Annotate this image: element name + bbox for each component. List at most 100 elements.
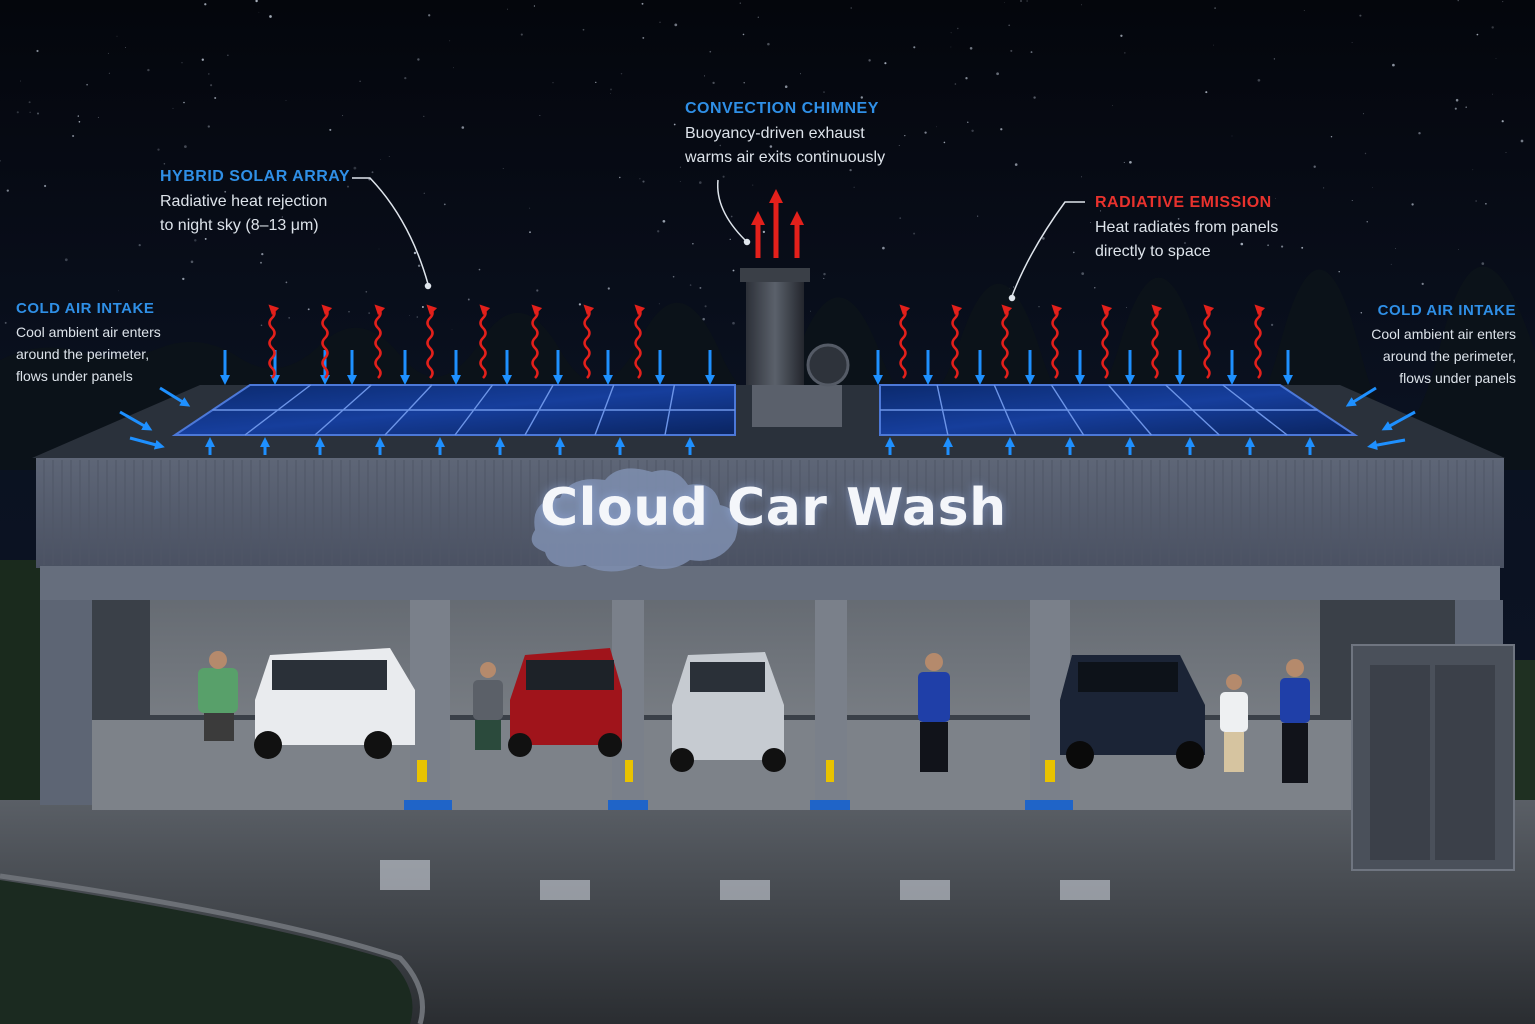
star [1520, 139, 1524, 143]
star [6, 189, 9, 192]
star [529, 207, 531, 209]
star [673, 123, 676, 126]
star [619, 176, 621, 179]
callout-line: Cool ambient air enters [16, 324, 161, 340]
star [810, 310, 811, 312]
star [428, 14, 431, 17]
star [823, 277, 825, 279]
callout-cold-air-intake-left: COLD AIR INTAKE Cool ambient air enters … [16, 300, 161, 387]
star [732, 269, 735, 272]
cold-air-arrow-icon [159, 386, 191, 407]
star [898, 145, 900, 147]
star [1454, 107, 1457, 110]
star [849, 168, 852, 172]
heat-wave-arrow-icon [1151, 304, 1163, 379]
star [659, 21, 661, 23]
star [595, 81, 597, 84]
star [1457, 0, 1459, 2]
star [1038, 306, 1040, 308]
star [702, 317, 705, 321]
heat-wave-arrow-icon [1203, 304, 1215, 379]
star [913, 46, 916, 49]
facade-lower [40, 566, 1500, 602]
star [72, 134, 75, 138]
left-wall [40, 600, 92, 805]
star [181, 62, 183, 64]
star [536, 289, 539, 292]
heat-wave-arrow-icon [426, 304, 438, 379]
star [190, 260, 194, 264]
star [1351, 200, 1353, 201]
star [642, 36, 645, 39]
star [712, 81, 715, 85]
callout-title: CONVECTION CHIMNEY [685, 100, 879, 117]
star [1351, 42, 1353, 44]
equipment-cabinet [1351, 644, 1515, 871]
star [1120, 34, 1123, 37]
star [1390, 263, 1392, 265]
star [368, 312, 370, 314]
star [138, 243, 141, 247]
star [1177, 218, 1180, 220]
callout-line: around the perimeter, [16, 346, 150, 362]
star [1080, 176, 1082, 178]
star [1505, 152, 1507, 153]
star [172, 107, 174, 109]
heat-wave-arrow-icon [1051, 304, 1063, 379]
cold-air-arrow-icon [1367, 438, 1406, 451]
star [388, 156, 390, 157]
star [781, 135, 784, 138]
star [762, 230, 766, 234]
star [502, 168, 504, 169]
star [1214, 7, 1216, 9]
star [1020, 0, 1022, 2]
star [620, 72, 623, 75]
star [453, 67, 455, 69]
callout-line: flows under panels [1399, 370, 1516, 386]
floor-reflections [380, 860, 1110, 900]
star [732, 321, 735, 325]
star [520, 33, 523, 36]
star [1270, 323, 1274, 327]
star [853, 186, 855, 188]
callout-title: HYBRID SOLAR ARRAY [160, 168, 351, 185]
star [743, 81, 745, 84]
star [1125, 307, 1127, 308]
star [1338, 270, 1340, 273]
star [539, 115, 541, 116]
star [1301, 246, 1304, 249]
star [1481, 262, 1485, 265]
car-dark-pickup [1060, 655, 1205, 769]
star [380, 159, 381, 160]
star [749, 134, 752, 137]
star [1303, 9, 1305, 11]
star [417, 264, 421, 267]
star [533, 5, 535, 7]
callout-line: around the perimeter, [1382, 348, 1516, 364]
star [1366, 221, 1368, 223]
star [157, 148, 160, 151]
star [641, 2, 644, 5]
star [657, 230, 660, 233]
star [1010, 49, 1013, 52]
star [860, 96, 863, 99]
star [703, 75, 706, 77]
car-white-suv [254, 648, 415, 759]
star [404, 76, 407, 80]
heat-wave-arrow-icon [899, 304, 911, 379]
star [1033, 96, 1036, 99]
star [97, 116, 99, 118]
callout-line: directly to space [1095, 243, 1211, 260]
star [108, 72, 110, 74]
star [255, 0, 258, 3]
bay-pillars [404, 600, 1073, 810]
star [950, 32, 952, 34]
star [950, 46, 952, 48]
callout-line: Buoyancy-driven exhaust [685, 125, 865, 142]
star [1418, 131, 1421, 135]
star [957, 27, 959, 30]
star [227, 54, 229, 56]
star [1080, 4, 1082, 6]
star [1257, 78, 1261, 82]
